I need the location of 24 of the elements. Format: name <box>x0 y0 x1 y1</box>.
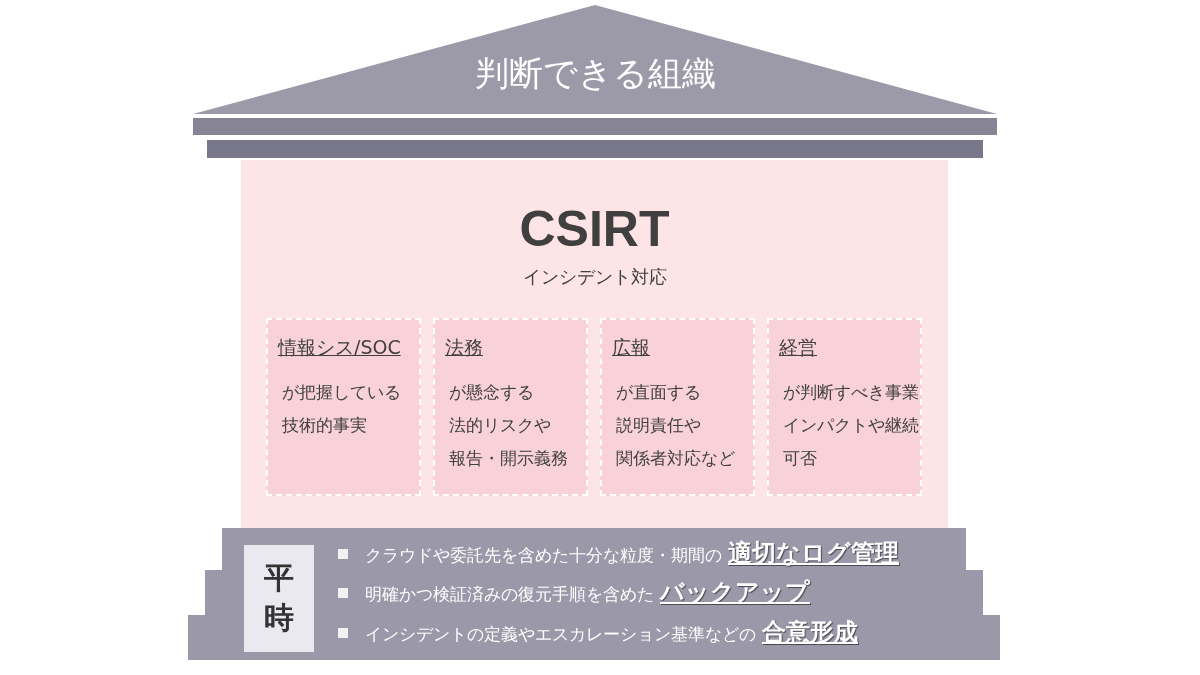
role-card <box>600 318 755 496</box>
role-card <box>266 318 421 496</box>
bullet-text: 明確かつ検証済みの復元手順を含めたバックアップ <box>365 577 810 608</box>
role-title: 広報 <box>612 335 650 360</box>
role-description: が判断すべき事業インパクトや継続可否 <box>783 381 920 470</box>
period-label: 平時 <box>244 545 314 652</box>
roof-triangle <box>193 5 997 114</box>
panel-title: CSIRT <box>519 200 670 258</box>
roof-beam <box>193 118 997 135</box>
bullet-text: クラウドや委託先を含めた十分な粒度・期間の適切なログ管理 <box>365 538 899 569</box>
bullet-text: インシデントの定義やエスカレーション基準などの合意形成 <box>365 617 858 648</box>
role-title: 経営 <box>779 335 817 360</box>
role-title: 法務 <box>445 335 483 360</box>
panel-subtitle: インシデント対応 <box>522 265 667 289</box>
role-description: が直面する説明責任や関係者対応など <box>616 381 736 470</box>
roof-beam <box>207 140 983 158</box>
role-card <box>767 318 922 496</box>
csirt-panel <box>241 160 948 528</box>
role-description: が懸念する法的リスクや報告・開示義務 <box>449 381 569 470</box>
role-title: 情報シス/SOC <box>278 335 401 360</box>
stepped-base <box>188 528 1000 660</box>
role-card <box>433 318 588 496</box>
roof-title: 判断できる組織 <box>474 53 716 93</box>
role-description: が把握している技術的事実 <box>282 381 402 437</box>
